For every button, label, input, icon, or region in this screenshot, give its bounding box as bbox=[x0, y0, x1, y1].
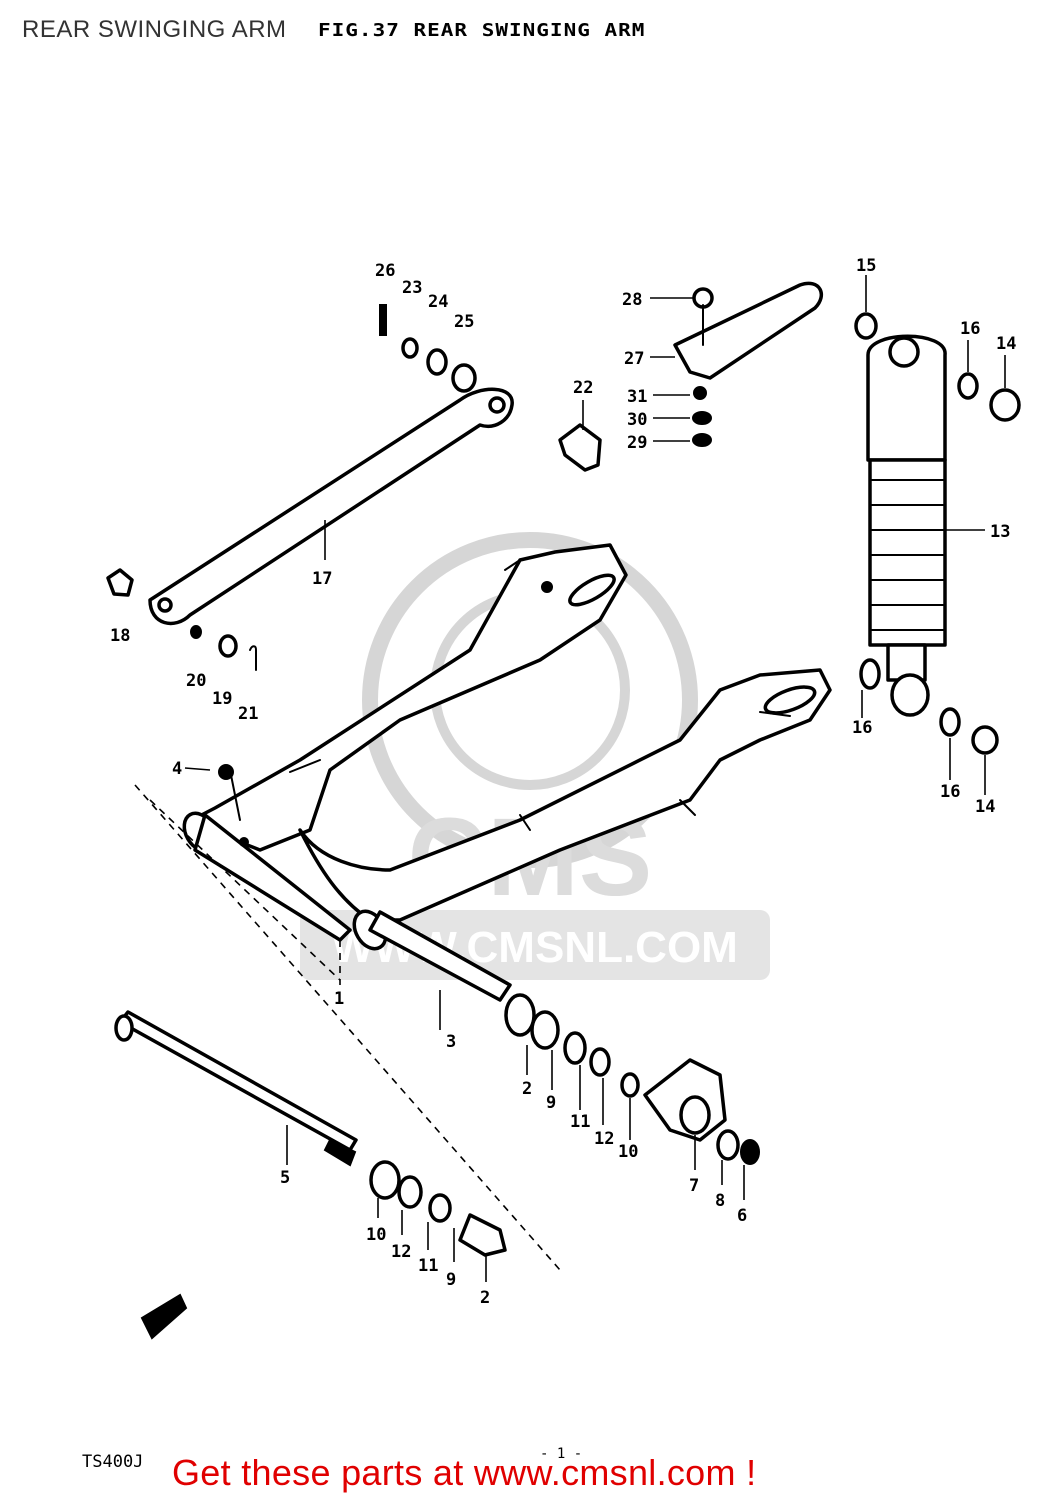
callout-1: 1 bbox=[334, 989, 344, 1009]
page-title: REAR SWINGING ARM bbox=[22, 16, 287, 43]
model-code: TS400J bbox=[82, 1452, 144, 1472]
callout-14-top: 14 bbox=[996, 334, 1016, 354]
pivot-sleeve bbox=[368, 910, 760, 1165]
footer-parts-link[interactable]: Get these parts at www.cmsnl.com ! bbox=[172, 1452, 757, 1493]
callout-3: 3 bbox=[446, 1032, 456, 1052]
callout-17: 17 bbox=[312, 569, 332, 589]
callout-7: 7 bbox=[689, 1176, 699, 1196]
callout-9-low: 9 bbox=[446, 1270, 456, 1290]
callout-15: 15 bbox=[856, 256, 876, 276]
callout-19: 19 bbox=[212, 689, 232, 709]
callout-13: 13 bbox=[990, 522, 1010, 542]
callout-30: 30 bbox=[627, 410, 647, 430]
torque-link bbox=[106, 387, 514, 671]
rear-shock-absorber bbox=[854, 312, 1021, 755]
callout-27: 27 bbox=[624, 349, 644, 369]
callout-10: 10 bbox=[618, 1142, 638, 1162]
callout-14-low: 14 bbox=[975, 797, 995, 817]
callout-2-low: 2 bbox=[480, 1288, 490, 1308]
callout-8: 8 bbox=[715, 1191, 725, 1211]
callout-11-low: 11 bbox=[418, 1256, 438, 1276]
figure-title: FIG.37 REAR SWINGING ARM bbox=[318, 20, 646, 41]
callout-2: 2 bbox=[522, 1079, 532, 1099]
callout-9: 9 bbox=[546, 1093, 556, 1113]
callout-16-mid: 16 bbox=[852, 718, 872, 738]
shock-bracket bbox=[673, 281, 823, 447]
callout-6: 6 bbox=[737, 1206, 747, 1226]
pivot-bolt bbox=[114, 1010, 507, 1257]
callout-23: 23 bbox=[402, 278, 422, 298]
callout-18: 18 bbox=[110, 626, 130, 646]
callout-29: 29 bbox=[627, 433, 647, 453]
upper-small-parts bbox=[379, 304, 602, 472]
callout-25: 25 bbox=[454, 312, 474, 332]
callout-21: 21 bbox=[238, 704, 258, 724]
callout-26: 26 bbox=[375, 261, 395, 281]
callout-20: 20 bbox=[186, 671, 206, 691]
page-mark: - 1 - bbox=[540, 1446, 583, 1462]
callout-16-low: 16 bbox=[940, 782, 960, 802]
callout-12-low: 12 bbox=[391, 1242, 411, 1262]
assembly-lines bbox=[134, 275, 1006, 1282]
callout-31: 31 bbox=[627, 387, 647, 407]
front-arrow-icon bbox=[140, 1293, 188, 1340]
callout-labels: 26 23 24 25 22 28 27 31 30 29 15 16 14 1… bbox=[110, 256, 1016, 1308]
callout-5: 5 bbox=[280, 1168, 290, 1188]
callout-24: 24 bbox=[428, 292, 448, 312]
swing-arm bbox=[182, 543, 832, 951]
callout-10-low: 10 bbox=[366, 1225, 386, 1245]
callout-12: 12 bbox=[594, 1129, 614, 1149]
callout-4: 4 bbox=[172, 759, 182, 779]
callout-16-top: 16 bbox=[960, 319, 980, 339]
callout-28: 28 bbox=[622, 290, 642, 310]
callout-11: 11 bbox=[570, 1112, 590, 1132]
callout-22: 22 bbox=[573, 378, 593, 398]
